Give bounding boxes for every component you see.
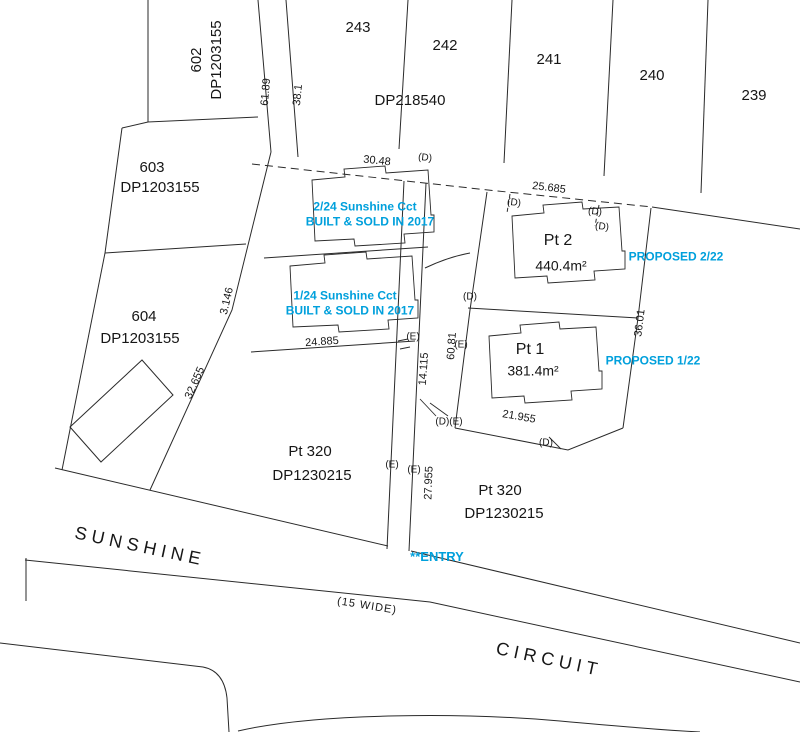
lot-241-number: 241 (536, 50, 562, 68)
lot-602-dp: DP1203155 (207, 20, 225, 100)
pt1-area: 381.4m² (507, 362, 559, 379)
west-boundaries (61, 127, 272, 491)
marker-d-top: (D) (417, 151, 433, 165)
marker-d-pt2-right-lower: (D) (594, 220, 610, 234)
house-outlines (289, 165, 626, 404)
lot-239-number: 239 (741, 86, 767, 104)
lot-240-number: 240 (639, 66, 665, 84)
house-pt1-outline (488, 321, 603, 404)
dim-38-1: 38.1 (290, 83, 306, 107)
road-far-kerb (237, 715, 701, 732)
marker-e-driveway-lower-left: (E) (385, 459, 399, 471)
pt2-name: Pt 2 (543, 232, 573, 250)
marker-e-driveway-lower-right: (E) (407, 464, 421, 476)
annotation-entry: **ENTRY (410, 548, 464, 564)
marker-d-divider: (D) (463, 291, 477, 303)
hatched-building-outline (69, 359, 174, 463)
pt2-area: 440.4m² (535, 257, 587, 274)
house-1-24-outline (289, 251, 419, 333)
pt320-right-name: Pt 320 (478, 481, 522, 499)
dim-27-955: 27.955 (422, 465, 436, 501)
lot-603-dp: DP1203155 (120, 178, 200, 196)
pt320-right-dp: DP1230215 (464, 504, 544, 522)
marker-e-boundary: (E) (454, 339, 468, 351)
house-pt2-outline (511, 201, 626, 284)
leader-lines (397, 338, 562, 450)
marker-d-pt2-right-upper: (D) (587, 205, 603, 219)
lot-604-dp: DP1203155 (100, 329, 180, 347)
pt320-left-name: Pt 320 (288, 442, 332, 460)
driveway-right-line (408, 182, 427, 552)
driveway-left-line (386, 180, 405, 550)
pt320-left-dp: DP1230215 (272, 466, 352, 484)
lot-602-number: 602 (187, 47, 205, 73)
pt1-name: Pt 1 (515, 341, 545, 359)
dashed-boundary-lines (251, 163, 653, 208)
marker-e-driveway-upper: (E) (406, 331, 420, 343)
marker-d-pt2-left: (D) (506, 196, 522, 210)
annotation-unit2-address: 2/24 Sunshine Cct (313, 199, 417, 214)
lot-603-number: 603 (139, 158, 165, 176)
annotation-unit2-status: BUILT & SOLD IN 2017 (305, 214, 435, 229)
dim-14-115: 14.115 (416, 352, 432, 386)
driveway-handle (386, 180, 427, 552)
road-upper-kerb (24, 559, 800, 683)
annotation-unit1-status: BUILT & SOLD IN 2017 (285, 303, 415, 318)
annotation-unit1-address: 1/24 Sunshine Cct (293, 288, 397, 303)
annotation-proposed-1-22: PROPOSED 1/22 (605, 353, 701, 368)
road-lower-kerb-corner (0, 642, 230, 732)
hatched-building (69, 359, 174, 463)
pt-block-boundaries (454, 191, 652, 451)
marker-d-pt1-bottom: (D) (539, 437, 553, 449)
front-boundary-right (410, 550, 800, 644)
lot-242-number: 242 (432, 36, 458, 54)
dp-218540: DP218540 (374, 91, 446, 109)
house-2-24-outline (311, 165, 435, 247)
lot-604-number: 604 (131, 307, 157, 325)
top-lot-boundaries (121, 0, 800, 230)
marker-de-combined: (D)(E) (435, 416, 463, 428)
lot-243-number: 243 (345, 18, 371, 36)
dim-61-89: 61.89 (258, 77, 274, 107)
dim-24-885: 24.885 (304, 334, 340, 350)
front-boundary-left (54, 467, 389, 547)
annotation-proposed-2-22: PROPOSED 2/22 (628, 249, 724, 264)
road-lines (0, 467, 800, 732)
